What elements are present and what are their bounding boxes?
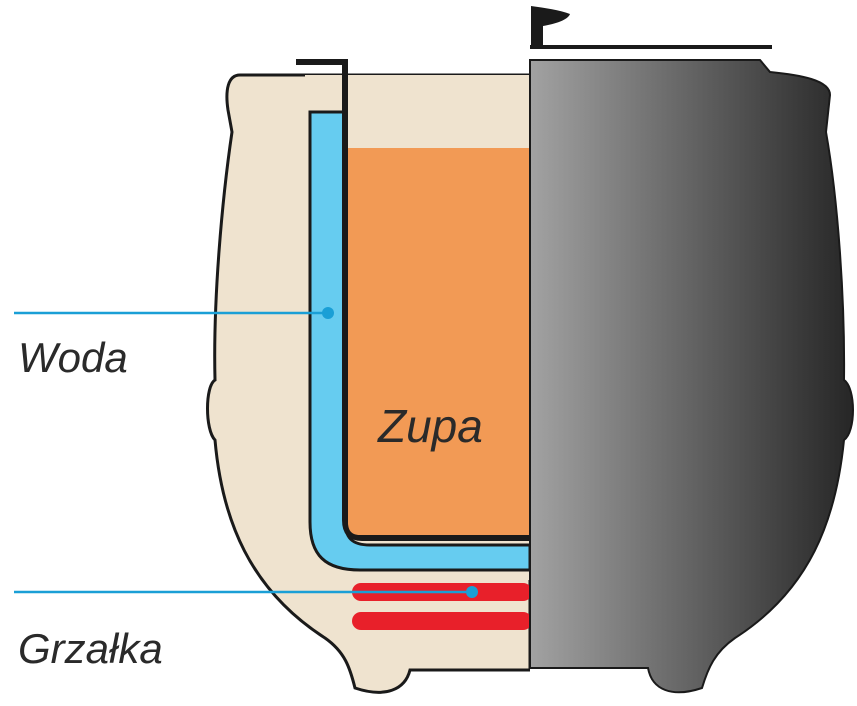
heater-element-bottom — [352, 612, 532, 630]
heater-pointer-dot — [466, 586, 478, 598]
water-pointer-dot — [322, 307, 334, 319]
water-label: Woda — [18, 334, 128, 381]
lid-handle — [531, 6, 570, 47]
kettle-body-exterior — [529, 59, 854, 694]
pot-rim — [296, 59, 530, 541]
soup-label: Zupa — [377, 400, 483, 452]
soup-fill — [348, 148, 530, 535]
heater-label: Grzałka — [18, 625, 163, 672]
